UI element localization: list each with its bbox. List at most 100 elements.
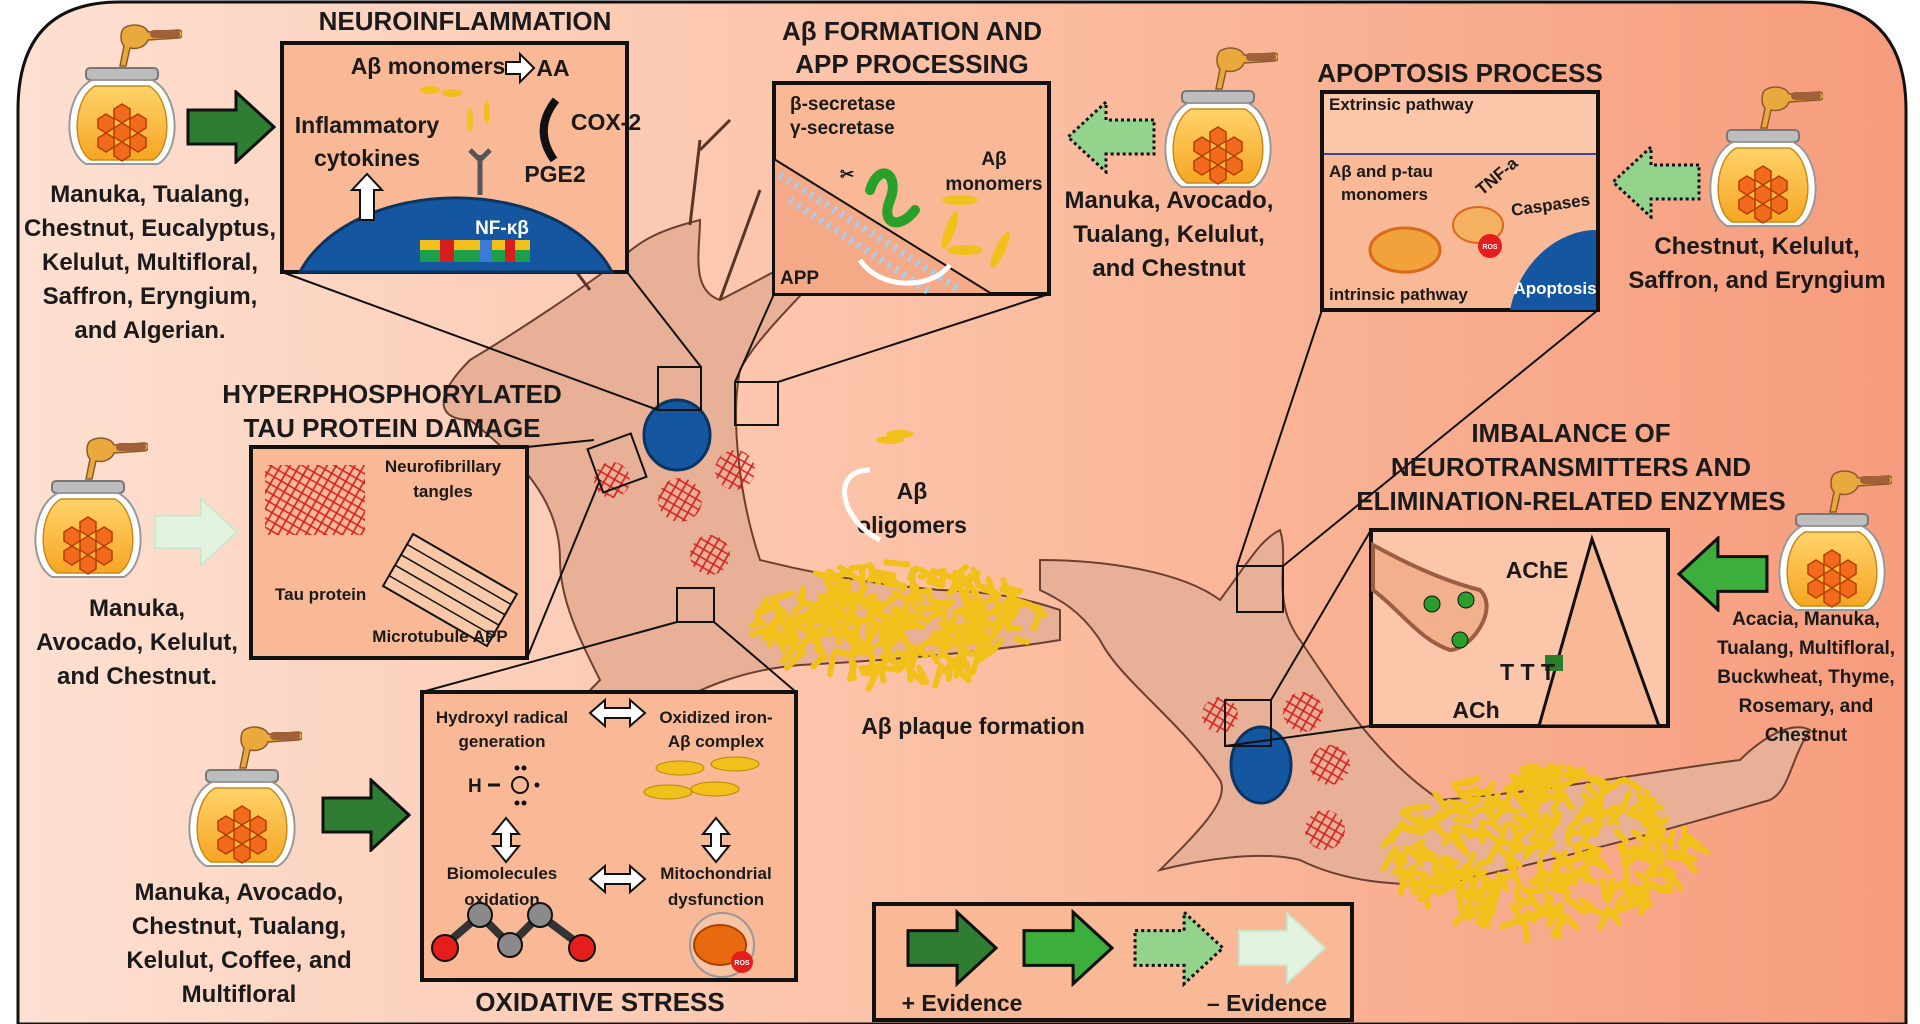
aggregation-arrow-icon — [842, 467, 882, 543]
amyloid-fibril — [890, 590, 917, 605]
amyloid-fibril — [1391, 857, 1409, 876]
microtubule-label: Microtubule APP — [372, 627, 507, 646]
microtubule-icon — [381, 532, 519, 648]
panel-title: Aβ FORMATION AND — [782, 16, 1042, 46]
amyloid-fibril — [1478, 825, 1499, 843]
panel-title: NEUROTRANSMITTERS AND — [1391, 452, 1751, 482]
amyloid-fibril — [1446, 798, 1465, 808]
amyloid-fibril — [933, 598, 953, 609]
panel-title: OXIDATIVE STRESS — [475, 987, 724, 1017]
amyloid-fibril — [1683, 839, 1711, 855]
amyloid-fibril — [1006, 601, 1026, 611]
oligomers-label: oligomers — [857, 512, 967, 538]
honey-type-line: Avocado, Kelulut, — [36, 629, 238, 656]
iron-complex-label: Oxidized iron- — [659, 708, 772, 727]
pge2-label: PGE2 — [524, 161, 585, 187]
amyloid-fibril — [1524, 909, 1552, 921]
amyloid-fibril — [1556, 868, 1579, 888]
amyloid-fibril — [1399, 809, 1425, 828]
amyloid-fibril — [1466, 829, 1484, 840]
oligomer-icon — [876, 430, 914, 444]
amyloid-fibril — [1380, 844, 1399, 872]
amyloid-fibril — [1458, 796, 1483, 814]
amyloid-fibril — [784, 618, 791, 638]
amyloid-fibril — [1496, 871, 1510, 892]
amyloid-fibril — [910, 644, 929, 659]
amyloid-fibril — [1537, 859, 1545, 887]
tau-protein-label: Tau protein — [275, 585, 366, 604]
amyloid-fibril — [1531, 799, 1539, 820]
plaque-label: Aβ plaque formation — [861, 713, 1085, 739]
amyloid-fibril — [1583, 904, 1609, 918]
amyloid-fibril — [833, 611, 852, 623]
ache-label: AChE — [1506, 557, 1569, 583]
amyloid-fibril — [945, 658, 954, 683]
amyloid-fibril — [1621, 776, 1643, 792]
amyloid-fibril — [1432, 790, 1452, 815]
amyloid-fibril — [1034, 604, 1048, 619]
amyloid-fibril — [893, 609, 901, 631]
amyloid-fibril — [1411, 852, 1438, 863]
amyloid-fibril — [1541, 774, 1550, 803]
honey-list-tau: Manuka,Avocado, Kelulut,and Chestnut. — [36, 595, 238, 690]
amyloid-fibril — [1655, 840, 1664, 861]
amyloid-fibril — [826, 650, 837, 678]
dna-icon — [420, 240, 530, 262]
amyloid-fibril — [828, 600, 849, 625]
amyloid-fibril — [1462, 862, 1477, 888]
amyloid-fibril — [1603, 777, 1624, 794]
amyloid-fibril — [1538, 764, 1554, 781]
amyloid-fibril — [1449, 823, 1463, 840]
amyloid-fibril — [899, 659, 916, 670]
amyloid-fibril — [1541, 826, 1549, 848]
amyloid-fibril — [1617, 842, 1631, 870]
mitochondria-label: dysfunction — [668, 890, 764, 909]
amyloid-fibril — [988, 619, 1007, 642]
amyloid-fibril — [1565, 826, 1573, 847]
amyloid-fibril — [914, 587, 933, 596]
ros-burst-icon — [1478, 234, 1502, 258]
amyloid-fibril — [1441, 866, 1457, 879]
honey-type-line: Chestnut, Tualang, — [132, 913, 346, 940]
oxidative-stress-panel: OXIDATIVE STRESS Hydroxyl radical genera… — [420, 690, 798, 1017]
mitochondria-icon: ROS — [689, 912, 755, 978]
amyloid-fibril — [1685, 833, 1702, 848]
amyloid-fibril — [1507, 834, 1519, 860]
amyloid-fibril — [796, 585, 806, 603]
receptor-icon — [1545, 655, 1563, 671]
amyloid-fibril — [963, 659, 972, 679]
honey-type-line: Tualang, Kelulut, — [1073, 221, 1265, 248]
amyloid-fibril — [989, 637, 1005, 654]
amyloid-fibril — [1479, 906, 1492, 928]
amyloid-fibril — [806, 609, 832, 624]
amyloid-fibril — [1634, 870, 1651, 885]
amyloid-fibril — [1453, 816, 1473, 825]
amyloid-fibril — [1670, 875, 1684, 892]
aa-label: AA — [536, 55, 569, 81]
amyloid-fibril — [905, 665, 926, 686]
amyloid-fibril — [957, 647, 974, 657]
amyloid-fibril — [1630, 828, 1652, 850]
iron-complex-label: Aβ complex — [668, 732, 765, 751]
ros-label: ROS — [1482, 244, 1498, 251]
arrow-icon — [505, 51, 536, 85]
amyloid-fibril — [1552, 849, 1569, 875]
gamma-secretase-label: γ-secretase — [790, 118, 895, 139]
zoom-connectors — [281, 271, 1599, 747]
amyloid-fibril — [1521, 886, 1547, 894]
ab-ptau-label: Aβ and p-tau — [1329, 162, 1433, 181]
double-arrow-icon — [490, 697, 732, 895]
amyloid-fibril — [1613, 827, 1630, 845]
amyloid-fibril — [1456, 775, 1481, 787]
biomolecules-label: Biomolecules — [447, 864, 558, 883]
amyloid-fibril — [810, 653, 826, 670]
amyloid-fibril — [999, 586, 1018, 599]
amyloid-plaque — [1380, 762, 1711, 944]
amyloid-plaque — [748, 559, 1048, 692]
amyloid-fibril — [1519, 763, 1540, 772]
amyloid-fibril — [1030, 613, 1042, 632]
amyloid-fibril — [1548, 762, 1563, 787]
amyloid-fibril — [812, 634, 828, 661]
amyloid-fibril — [790, 609, 814, 628]
amyloid-fibril — [1455, 890, 1465, 913]
